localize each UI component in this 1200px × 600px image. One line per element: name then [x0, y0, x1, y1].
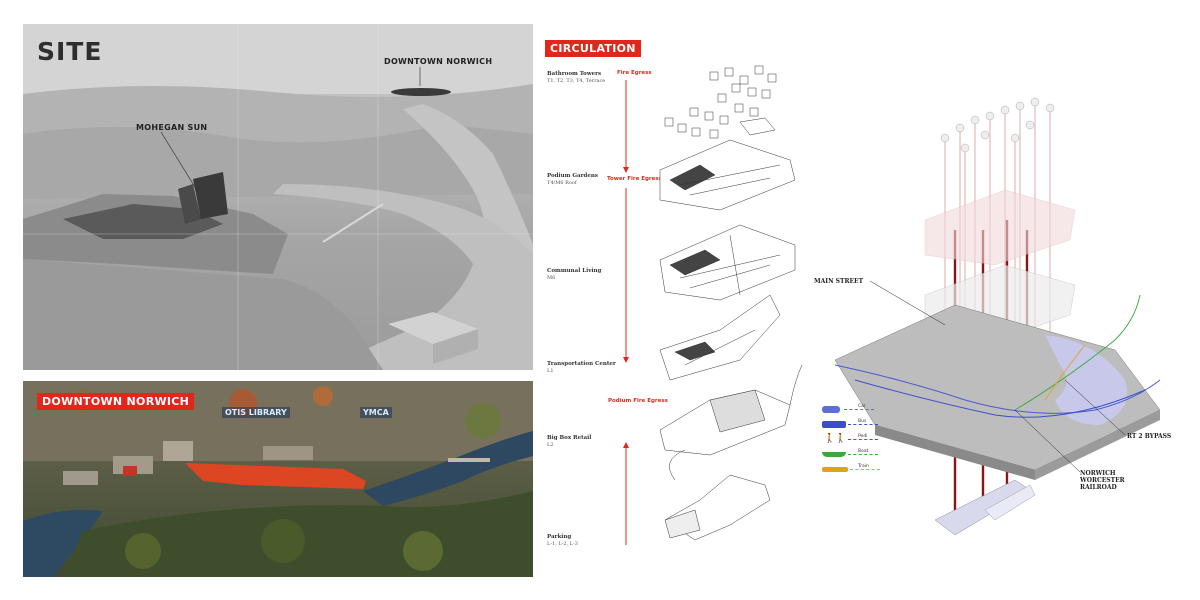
- downtown-aerial-photo: [23, 381, 533, 577]
- car-icon: [822, 406, 840, 413]
- river: [1045, 335, 1128, 425]
- legend-item-bus: Bus: [822, 419, 942, 431]
- bus-icon: [822, 421, 846, 428]
- level-sub: T1, T2, T3, T4, Terrace: [547, 78, 606, 84]
- legend-label: Boat: [858, 449, 869, 454]
- downtown-title: DOWNTOWN NORWICH: [37, 393, 195, 410]
- label-ymca: YMCA: [360, 407, 392, 418]
- callout-railroad-line: NORWICH: [1080, 470, 1116, 477]
- site-aerial-photo: [23, 24, 533, 370]
- egress-podium: Podium Fire Egress: [608, 398, 668, 404]
- legend-item-car: Car: [822, 404, 942, 416]
- legend-label: Pedi: [858, 434, 868, 439]
- level-name: Podium Gardens: [547, 173, 598, 179]
- label-mohegan-sun: MOHEGAN SUN: [136, 123, 208, 132]
- callout-line-main-street: [869, 280, 946, 326]
- callout-line-bypass: [1064, 379, 1126, 436]
- egress-fire: Fire Egress: [617, 70, 652, 76]
- site-block-side: [1035, 410, 1160, 480]
- level-communal: Communal Living M6: [547, 268, 601, 281]
- level-sub: M6: [547, 275, 556, 281]
- podium-ghost-plate: [924, 189, 1076, 266]
- level-name: Parking: [547, 534, 572, 540]
- level-transportation: Transportation Center L1: [547, 361, 616, 374]
- level-name: Big Box Retail: [547, 435, 592, 441]
- site-model-axonometric: [834, 97, 1161, 536]
- level-parking: Parking L-1, L-2, L-3: [547, 534, 578, 547]
- boat-icon: [822, 452, 846, 457]
- legend-label: Train: [858, 464, 869, 469]
- boat-route: [1014, 294, 1141, 411]
- legend-item-pedi: 🚶🚶 Pedi: [822, 434, 942, 446]
- level-name: Communal Living: [547, 268, 602, 274]
- callout-bypass: RT 2 BYPASS: [1127, 433, 1172, 440]
- tower-cluster: [664, 65, 777, 139]
- parking-plate: [664, 449, 771, 541]
- circulation-title: CIRCULATION: [545, 40, 641, 57]
- tower-pods: [940, 97, 1055, 153]
- podium-plate: [659, 139, 796, 211]
- callout-main-street: MAIN STREET: [814, 278, 864, 285]
- level-towers: Bathroom Towers T1, T2, T3, T4, Terrace: [547, 71, 605, 84]
- bus-route: [854, 379, 1146, 418]
- site-title: SITE: [37, 37, 103, 66]
- callout-railroad-line: RAILROAD: [1080, 484, 1117, 491]
- level-sub: L2: [547, 442, 554, 448]
- legend-dash: [850, 469, 880, 470]
- site-aerial-illustration: [23, 24, 533, 370]
- parking-base: [984, 484, 1036, 521]
- train-icon: [822, 467, 848, 472]
- legend-dash: [848, 454, 878, 455]
- legend-item-boat: Boat: [822, 449, 942, 461]
- legend-label: Car: [858, 404, 866, 409]
- egress-tower: Tower Fire Egress: [607, 176, 662, 182]
- callout-railroad: NORWICH WORCESTER RAILROAD: [1080, 470, 1125, 491]
- downtown-aerial-illustration: [23, 381, 533, 577]
- level-podium: Podium Gardens T4/M6 Roof: [547, 173, 598, 186]
- legend-dash: [848, 439, 878, 440]
- retail-plate: [659, 364, 803, 456]
- level-sub: L-1, L-2, L-3: [547, 541, 578, 547]
- communal-plate: [659, 224, 796, 301]
- level-name: Transportation Center: [547, 361, 616, 367]
- label-otis-library: OTIS LIBRARY: [222, 407, 290, 418]
- level-retail: Big Box Retail L2: [547, 435, 591, 448]
- site-block-side: [875, 425, 1035, 480]
- transport-legend: Car Bus 🚶🚶 Pedi Boat Train: [822, 404, 942, 476]
- level-sub: L1: [547, 368, 554, 374]
- callout-railroad-line: WORCESTER: [1080, 477, 1125, 484]
- exploded-axonometric: [623, 65, 803, 545]
- callout-line-railroad: [1014, 409, 1081, 473]
- pedestrian-icon: 🚶🚶: [824, 434, 847, 444]
- legend-dash: [844, 409, 874, 410]
- legend-dash: [848, 424, 878, 425]
- level-sub: T4/M6 Roof: [547, 180, 577, 186]
- label-downtown-norwich: DOWNTOWN NORWICH: [384, 57, 493, 66]
- transportation-plate: [659, 294, 781, 381]
- legend-item-train: Train: [822, 464, 942, 476]
- legend-label: Bus: [858, 419, 867, 424]
- train-route: [1044, 344, 1086, 401]
- level-name: Bathroom Towers: [547, 71, 602, 77]
